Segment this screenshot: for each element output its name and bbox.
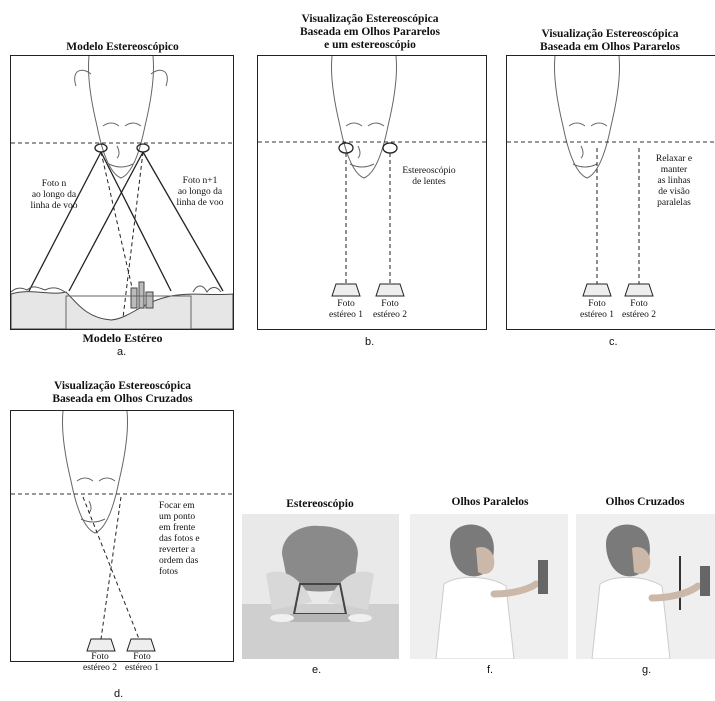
panel-b-title: Visualização Estereoscópica Baseada em O… (255, 13, 485, 52)
person-parallel-viewing-illustration (410, 514, 568, 659)
panel-d-title: Visualização Estereoscópica Baseada em O… (10, 380, 235, 406)
panel-a-left-note: Foto n ao longo da linha de voo (19, 179, 89, 212)
panel-d: Focar em um ponto em frente das fotos e … (10, 410, 234, 662)
photo-f-caption: f. (487, 664, 493, 676)
panel-a: Foto n ao longo da linha de voo Foto n+1… (10, 55, 234, 330)
photo-f-title: Olhos Paralelos (410, 496, 570, 509)
photo-g-crossed (576, 514, 715, 659)
panel-d-photo-right: Foto estéreo 1 (120, 652, 164, 674)
panel-d-photo-left: Foto estéreo 2 (78, 652, 122, 674)
photo-f-parallel (410, 514, 568, 659)
panel-a-caption: a. (117, 346, 126, 358)
photo-g-title: Olhos Cruzados (575, 496, 715, 509)
panel-a-right-note: Foto n+1 ao longo da linha de voo (169, 176, 231, 209)
panel-c: Relaxar e manter as linhas de visão para… (506, 55, 715, 330)
terrain (11, 292, 233, 329)
panel-c-photo-left: Foto estéreo 1 (577, 299, 617, 321)
panel-b: Estereoscópio de lentes Foto estéreo 1 F… (257, 55, 487, 330)
photo-g-caption: g. (642, 664, 651, 676)
photo-e-stereoscope (242, 514, 399, 659)
panel-c-caption: c. (609, 336, 618, 348)
face-sketch (75, 56, 168, 178)
panel-b-note: Estereoscópio de lentes (394, 166, 464, 188)
panel-b-photo-right: Foto estéreo 2 (370, 299, 410, 321)
panel-b-caption: b. (365, 336, 374, 348)
photo-e-title: Estereoscópio (240, 498, 400, 511)
person-with-stereoscope-illustration (242, 514, 399, 659)
panel-a-title: Modelo Estereoscópico (10, 41, 235, 54)
panel-b-photo-left: Foto estéreo 1 (326, 299, 366, 321)
panel-d-caption: d. (114, 688, 123, 700)
panel-b-diagram (258, 56, 486, 329)
panel-d-note: Focar em um ponto em frente das fotos e … (159, 501, 223, 578)
person-crossed-viewing-illustration (576, 514, 715, 659)
panel-c-photo-right: Foto estéreo 2 (619, 299, 659, 321)
photo-e-caption: e. (312, 664, 321, 676)
panel-a-bottom-label: Modelo Estéreo (10, 332, 235, 345)
panel-c-note: Relaxar e manter as linhas de visão para… (647, 154, 701, 209)
panel-c-title: Visualização Estereoscópica Baseada em O… (505, 28, 715, 54)
